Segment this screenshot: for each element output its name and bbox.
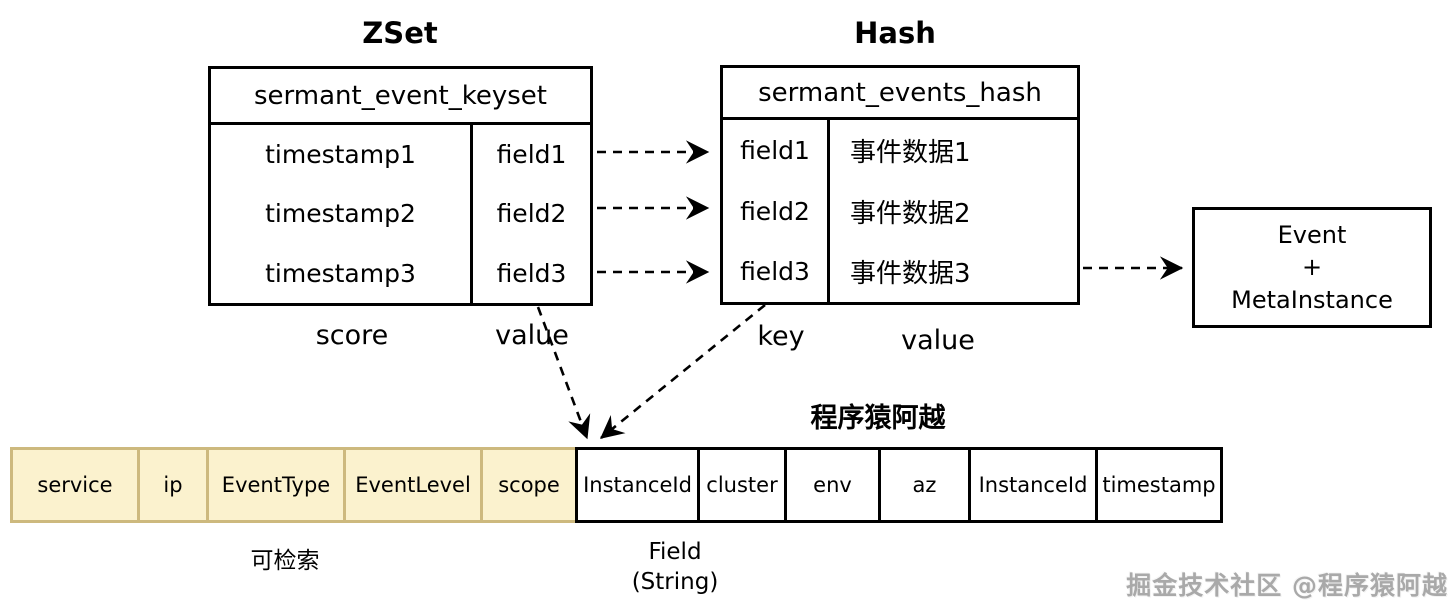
zset-value-cell: field1 xyxy=(496,140,567,170)
field-cell-searchable: service xyxy=(10,447,140,523)
arrow-hash-to-fieldrow xyxy=(599,303,766,440)
field-cell: env xyxy=(784,447,881,523)
zset-title: ZSet xyxy=(362,16,438,50)
field-string-line1: Field xyxy=(648,539,702,565)
hash-title: Hash xyxy=(854,16,936,50)
zset-score-label: score xyxy=(315,320,389,351)
hash-field-cell: field3 xyxy=(740,257,810,287)
event-meta-box: Event + MetaInstance xyxy=(1192,207,1432,328)
zset-score-column: timestamp1 timestamp2 timestamp3 xyxy=(211,125,473,303)
hash-table: sermant_events_hash field1 field2 field3… xyxy=(720,65,1080,305)
hash-value-cell: 事件数据1 xyxy=(850,137,971,168)
watermark: 掘金技术社区 @程序猿阿越 xyxy=(1126,571,1448,600)
zset-score-cell: timestamp1 xyxy=(265,140,416,170)
hash-value-label: value xyxy=(901,325,975,356)
event-box-line: MetaInstance xyxy=(1231,285,1393,314)
hash-value-column: 事件数据1 事件数据2 事件数据3 xyxy=(830,120,1077,302)
hash-value-cell: 事件数据3 xyxy=(850,259,971,290)
hash-body: field1 field2 field3 事件数据1 事件数据2 事件数据3 xyxy=(723,120,1077,302)
hash-key-name: sermant_events_hash xyxy=(723,68,1077,120)
field-cell: az xyxy=(878,447,971,523)
zset-key-name: sermant_event_keyset xyxy=(211,69,590,125)
zset-table: sermant_event_keyset timestamp1 timestam… xyxy=(208,66,593,306)
field-cell-searchable: scope xyxy=(480,447,578,523)
zset-score-cell: timestamp3 xyxy=(265,258,416,288)
hash-field-column: field1 field2 field3 xyxy=(723,120,830,302)
zset-score-cell: timestamp2 xyxy=(265,199,416,229)
field-cell: InstanceId xyxy=(968,447,1098,523)
plus-sign: + xyxy=(1301,253,1323,282)
field-string-label: Field (String) xyxy=(632,538,719,598)
zset-value-cell: field2 xyxy=(496,199,567,229)
hash-field-cell: field2 xyxy=(740,196,810,226)
hash-field-cell: field1 xyxy=(740,135,810,165)
field-cell: timestamp xyxy=(1095,447,1223,523)
zset-body: timestamp1 timestamp2 timestamp3 field1 … xyxy=(211,125,590,303)
event-box-line: Event xyxy=(1277,220,1347,249)
hash-key-label: key xyxy=(757,321,805,352)
field-cell: InstanceId xyxy=(575,447,700,523)
zset-value-column: field1 field2 field3 xyxy=(473,125,590,303)
field-row: service ip EventType EventLevel scope In… xyxy=(10,447,1223,523)
field-cell-searchable: ip xyxy=(137,447,209,523)
field-string-line2: (String) xyxy=(631,568,719,595)
field-cell: cluster xyxy=(697,447,787,523)
zset-value-cell: field3 xyxy=(496,258,567,288)
zset-value-label: value xyxy=(495,320,569,351)
searchable-label: 可检索 xyxy=(250,548,320,574)
author-title: 程序猿阿越 xyxy=(810,403,946,434)
field-cell-searchable: EventType xyxy=(206,447,346,523)
hash-value-cell: 事件数据2 xyxy=(850,198,971,229)
field-cell-searchable: EventLevel xyxy=(343,447,483,523)
